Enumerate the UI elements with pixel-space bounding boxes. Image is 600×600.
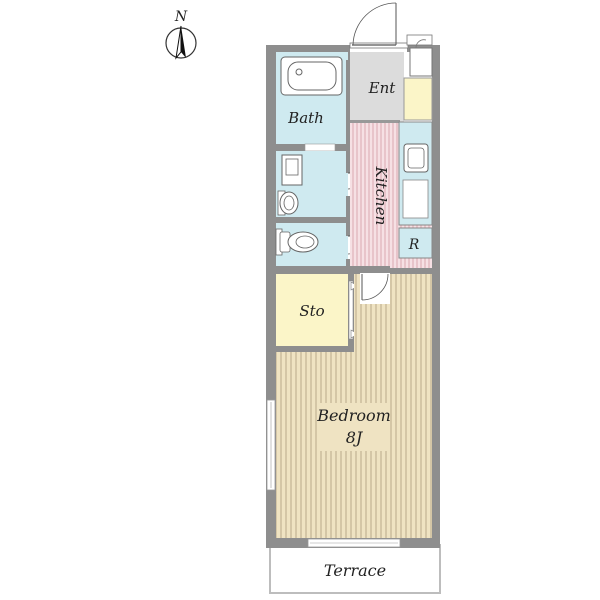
bedroom-side-window — [266, 399, 276, 491]
storage-label: Sto — [299, 302, 324, 320]
storage: Sto — [276, 274, 348, 346]
washroom — [276, 151, 348, 217]
shoe-cabinet — [403, 77, 433, 121]
entrance-label: Ent — [368, 79, 397, 97]
bathtub-icon — [280, 56, 343, 96]
stove-icon — [402, 179, 429, 219]
compass-label: N — [174, 9, 188, 25]
entrance-door[interactable] — [349, 2, 409, 49]
kitchen-label: Kitchen — [372, 166, 390, 226]
bath-label: Bath — [287, 109, 324, 127]
toilet-icon — [275, 228, 319, 256]
outdoor-unit — [406, 34, 433, 77]
wall-toilet-storage — [266, 266, 350, 274]
bedroom-size: 8J — [346, 428, 364, 447]
wall-kitchen-bedroom — [350, 266, 432, 274]
washbasin-icon — [277, 190, 299, 216]
sink-icon — [403, 143, 429, 173]
wall-storage-bedroom — [276, 346, 356, 352]
bath-door[interactable] — [304, 143, 336, 152]
terrace: Terrace — [269, 544, 441, 594]
bedroom: Bedroom 8J — [276, 273, 432, 538]
compass: N — [165, 9, 197, 60]
toilet-room — [275, 223, 348, 266]
bath-room: Bath — [276, 52, 348, 144]
wall-wash-toilet — [276, 217, 350, 223]
terrace-window — [307, 538, 401, 548]
refrigerator: R — [398, 227, 433, 259]
terrace-label: Terrace — [324, 561, 386, 580]
kitchen: R Kitchen — [350, 121, 433, 273]
bedroom-label: Bedroom — [316, 406, 391, 425]
refrigerator-label: R — [408, 237, 420, 253]
entrance: Ent — [350, 52, 404, 123]
shower-icon — [281, 154, 303, 186]
wall-bath-ent — [346, 60, 350, 120]
north-arrow-icon — [165, 25, 197, 60]
